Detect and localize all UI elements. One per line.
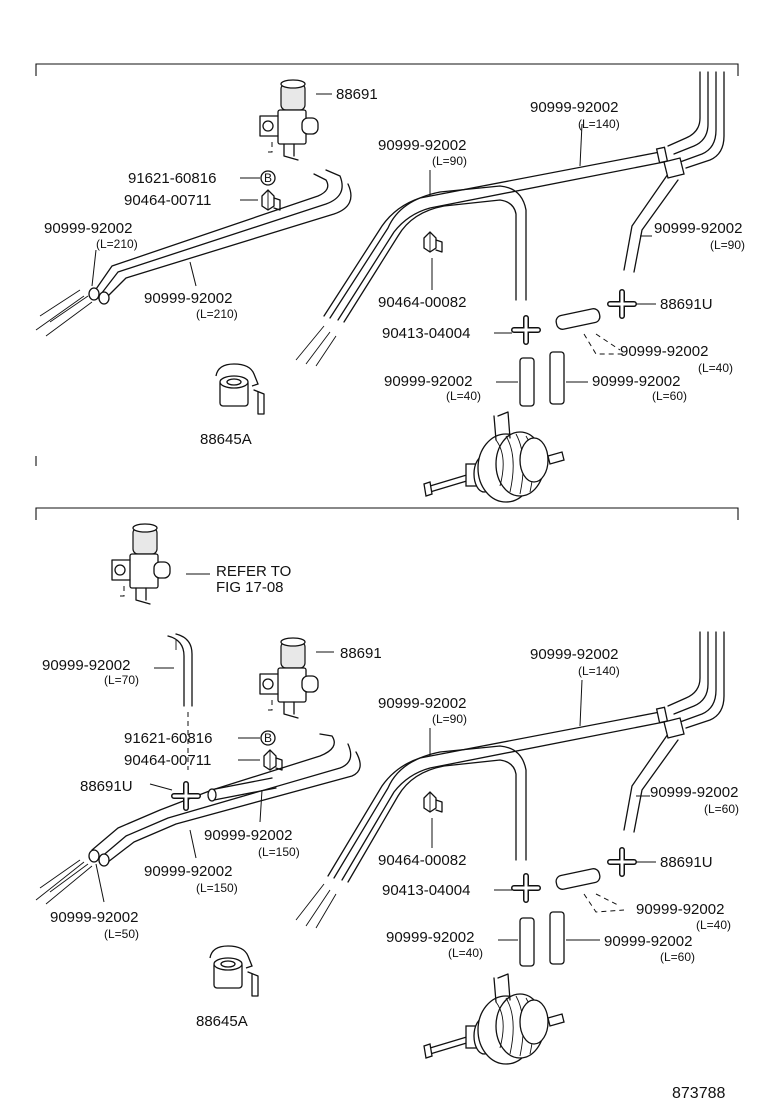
lower-bolt-label: 91621-60816	[124, 730, 212, 747]
lower-vacuum-tank-label: 88645A	[196, 1013, 248, 1030]
svg-text:B: B	[264, 171, 272, 185]
lower-hose-mid-label: 90999-92002	[378, 695, 466, 712]
lower-refer-valve	[111, 523, 171, 605]
upper-frame-line	[35, 63, 739, 76]
lower-hose-act-left-label: 90999-92002	[386, 929, 474, 946]
svg-text:(L=40): (L=40)	[698, 361, 733, 375]
lower-union-label: 90413-04004	[382, 882, 470, 899]
lower-bolt-marker	[260, 730, 276, 746]
upper-clamp-left	[261, 189, 281, 211]
upper-tee	[610, 292, 634, 316]
upper-hose-left-inner	[103, 183, 352, 301]
lower-hose-right-label: 90999-92002	[650, 784, 738, 801]
lower-hose-center	[333, 745, 527, 879]
svg-text:(L=60): (L=60)	[704, 802, 739, 816]
upper-hose-mid-label: 90999-92002	[378, 137, 466, 154]
upper-hose-left-outer-label: 90999-92002	[44, 220, 132, 237]
lower-tee-left-label: 88691U	[80, 778, 133, 795]
upper-hose-right	[623, 173, 679, 273]
lower-pipes-right	[667, 631, 725, 729]
upper-hose-mid	[323, 151, 661, 317]
lower-hose-long-label: 90999-92002	[530, 646, 618, 663]
lower-hose-act-left	[519, 917, 535, 967]
upper-tee-label: 88691U	[660, 296, 713, 313]
lower-union	[514, 876, 538, 900]
lower-tee-left	[174, 784, 198, 808]
upper-union-label: 90413-04004	[382, 325, 470, 342]
svg-text:(L=150): (L=150)	[258, 845, 300, 859]
svg-text:(L=50): (L=50)	[104, 927, 139, 941]
svg-text:(L=40): (L=40)	[696, 918, 731, 932]
lower-hose-act-right-label: 90999-92002	[604, 933, 692, 950]
upper-hose-center	[329, 185, 527, 319]
left-hose-ends	[35, 289, 93, 337]
lower-frame-line	[35, 507, 739, 520]
lower-hose-tee-label: 90999-92002	[636, 901, 724, 918]
lower-solenoid-valve-label: 88691	[340, 645, 382, 662]
lower-clamp-left-label: 90464-00711	[124, 752, 211, 769]
svg-text:(L=90): (L=90)	[432, 712, 467, 726]
svg-text:(L=70): (L=70)	[104, 673, 139, 687]
upper-hose-act-left-label: 90999-92002	[384, 373, 472, 390]
upper-hose-long-label: 90999-92002	[530, 99, 618, 116]
upper-pipes-right	[667, 71, 725, 169]
upper-hose-act-right	[549, 351, 565, 405]
lower-hose-right	[623, 733, 679, 833]
upper-hose-right-label: 90999-92002	[654, 220, 742, 237]
upper-hose-tee	[555, 308, 601, 330]
upper-hose-tee-label: 90999-92002	[620, 343, 708, 360]
lower-tee-label: 88691U	[660, 854, 713, 871]
svg-text:(L=210): (L=210)	[196, 307, 238, 321]
upper-hose-act-left	[519, 357, 535, 407]
svg-text:B: B	[264, 731, 272, 745]
svg-text:(L=90): (L=90)	[432, 154, 467, 168]
lower-refer-label: REFER TO	[216, 563, 291, 580]
lower-hose-refer-label: 90999-92002	[42, 657, 130, 674]
svg-text:(L=90): (L=90)	[710, 238, 745, 252]
upper-hose-left-inner-label: 90999-92002	[144, 290, 232, 307]
lower-clamp-left	[263, 749, 283, 771]
lower-hose-left-end-label: 90999-92002	[50, 909, 138, 926]
svg-text:(L=150): (L=150)	[196, 881, 238, 895]
svg-text:(L=140): (L=140)	[578, 117, 620, 131]
lower-solenoid-valve	[259, 637, 319, 719]
lower-hose-left-upper	[209, 777, 277, 801]
upper-union	[514, 318, 538, 342]
upper-vacuum-tank	[215, 363, 265, 415]
upper-clamp-mid	[423, 231, 443, 253]
lower-hose-tee	[555, 868, 601, 890]
lower-refer-fig-label: FIG 17-08	[216, 579, 284, 596]
svg-text:(L=60): (L=60)	[660, 950, 695, 964]
diagram-number: 873788	[672, 1085, 725, 1102]
upper-clamp-mid-label: 90464-00082	[378, 294, 466, 311]
svg-text:(L=210): (L=210)	[96, 237, 138, 251]
lower-hose-refer	[167, 633, 193, 707]
svg-text:(L=140): (L=140)	[578, 664, 620, 678]
upper-bolt-marker	[260, 170, 276, 186]
lower-actuator	[423, 973, 565, 1065]
upper-actuator	[423, 411, 565, 503]
upper-solenoid-valve	[259, 79, 319, 161]
upper-hose-left-outer-b	[97, 169, 343, 299]
upper-bolt-label: 91621-60816	[128, 170, 216, 187]
upper-hose-left-outer	[93, 173, 329, 293]
lower-hose-left-lower-label: 90999-92002	[144, 863, 232, 880]
lower-hose-left-upper-label: 90999-92002	[204, 827, 292, 844]
svg-text:(L=60): (L=60)	[652, 389, 687, 403]
upper-vacuum-tank-label: 88645A	[200, 431, 252, 448]
upper-hose-act-right-label: 90999-92002	[592, 373, 680, 390]
upper-solenoid-valve-label: 88691	[336, 86, 378, 103]
svg-text:(L=40): (L=40)	[448, 946, 483, 960]
svg-text:(L=40): (L=40)	[446, 389, 481, 403]
upper-panel: 88691 B 91621-60816 90464-00711 90999-92…	[35, 63, 745, 503]
lower-clamp-mid-label: 90464-00082	[378, 852, 466, 869]
lower-vacuum-tank	[209, 945, 259, 997]
upper-clamp-left-label: 90464-00711	[124, 192, 211, 209]
lower-clamp-mid	[423, 791, 443, 813]
lower-panel: REFER TO FIG 17-08 90999-92002 (L=70) 88…	[35, 507, 739, 1065]
lower-tee	[610, 850, 634, 874]
lower-hose-act-right	[549, 911, 565, 965]
